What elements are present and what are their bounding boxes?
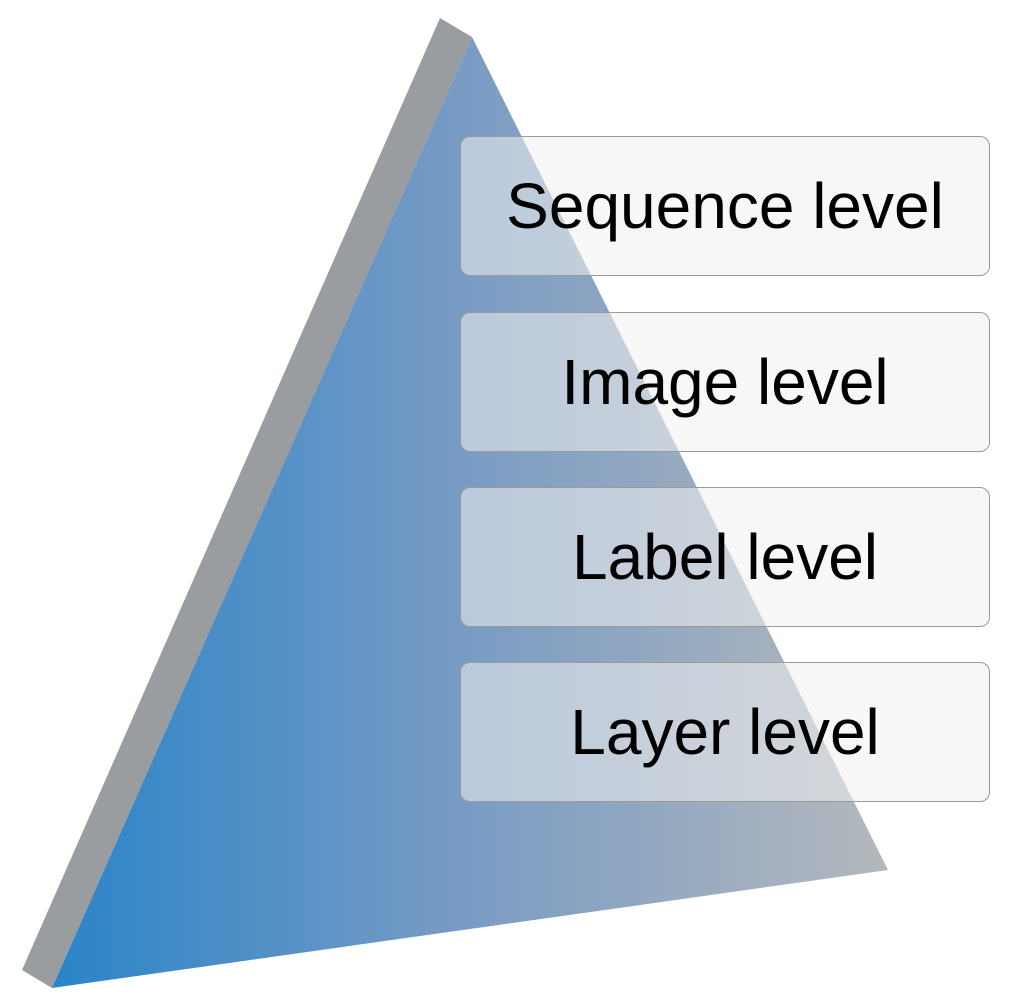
pyramid-side-face <box>22 18 472 988</box>
level-label: Layer level <box>570 696 880 768</box>
level-box-sequence: Sequence level <box>460 136 990 276</box>
level-label: Sequence level <box>506 170 944 242</box>
level-box-image: Image level <box>460 312 990 452</box>
level-label: Image level <box>561 346 889 418</box>
level-box-layer: Layer level <box>460 662 990 802</box>
level-label: Label level <box>572 521 878 593</box>
level-box-label: Label level <box>460 487 990 627</box>
